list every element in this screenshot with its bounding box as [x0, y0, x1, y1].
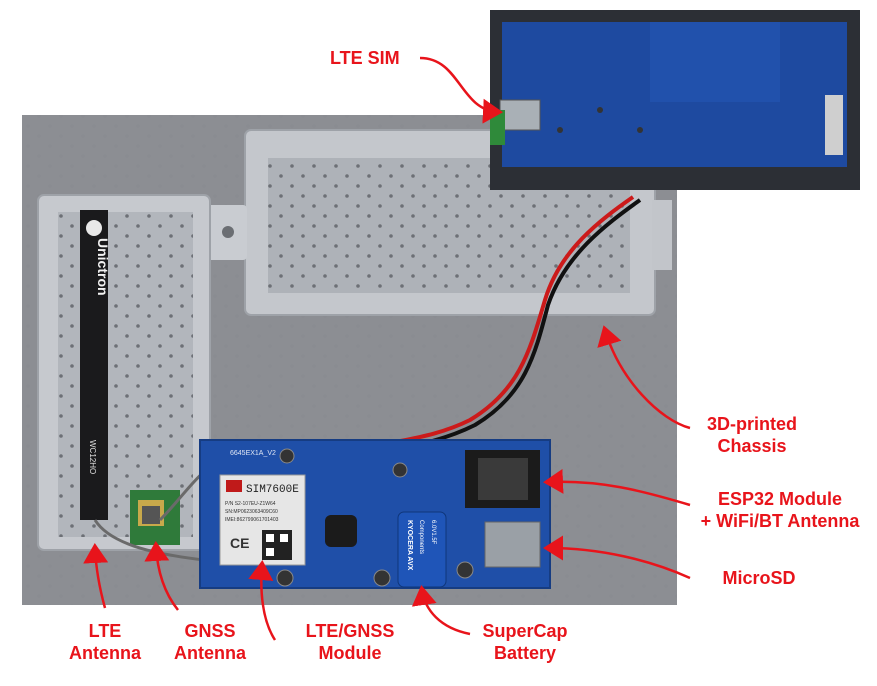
- arrow-module: [248, 560, 277, 641]
- label-esp32: ESP32 Module + WiFi/BT Antenna: [690, 488, 870, 532]
- main-pcb: 6645EX1A_V2 SIM7600E P/N S2-107EU-Z1W64 …: [199, 439, 551, 589]
- svg-text:IMEI:862799061701403: IMEI:862799061701403: [225, 517, 279, 523]
- lte-antenna-flex: Unictron WC12HO: [80, 210, 111, 520]
- label-supercap-line1: SuperCap: [482, 621, 568, 641]
- microsd-slot: [484, 521, 541, 568]
- label-chassis: 3D-printed Chassis: [692, 413, 812, 457]
- label-module-line2: Module: [318, 643, 382, 663]
- svg-text:Unictron: Unictron: [95, 238, 111, 296]
- chassis-base: [37, 194, 211, 551]
- esp32-module: [465, 450, 540, 508]
- arrow-lte-antenna: [83, 543, 109, 609]
- label-microsd: MicroSD: [722, 568, 796, 588]
- svg-text:Components: Components: [418, 520, 424, 554]
- label-gnss-antenna-line1: GNSS: [184, 621, 236, 641]
- label-esp32-line2: + WiFi/BT Antenna: [700, 511, 860, 531]
- label-lte-antenna-line2: Antenna: [69, 643, 141, 663]
- gnss-antenna: [130, 490, 180, 545]
- label-supercap: SuperCap Battery: [465, 620, 585, 664]
- label-chassis-line1: 3D-printed: [707, 414, 797, 434]
- label-esp32-line1: ESP32 Module: [717, 489, 843, 509]
- inset-photo-pcb-back: [490, 10, 860, 190]
- label-gnss-antenna: GNSS Antenna: [160, 620, 260, 664]
- svg-text:P/N S2-107EU-Z1W64: P/N S2-107EU-Z1W64: [225, 501, 276, 507]
- label-supercap-line2: Battery: [493, 643, 557, 663]
- arrow-supercap: [411, 585, 471, 636]
- arrow-chassis: [597, 325, 691, 430]
- arrow-gnss-antenna: [144, 541, 179, 611]
- svg-text:SIM7600E: SIM7600E: [246, 484, 299, 496]
- arrow-lte-sim: [419, 56, 503, 124]
- sim7600e-module: SIM7600E P/N S2-107EU-Z1W64 SN:MP0623063…: [219, 474, 306, 566]
- svg-text:WC12HO: WC12HO: [88, 440, 97, 474]
- svg-text:SN:MP0623063409C60: SN:MP0623063409C60: [225, 509, 278, 515]
- label-lte-antenna-line1: LTE: [88, 621, 122, 641]
- label-lte-antenna: LTE Antenna: [60, 620, 150, 664]
- svg-text:CE: CE: [230, 535, 249, 551]
- supercap: KYOCERA AVX Components 6.0V1.5F: [397, 511, 447, 588]
- svg-text:6645EX1A_V2: 6645EX1A_V2: [230, 450, 276, 457]
- power-wire-red: [364, 195, 635, 452]
- label-gnss-antenna-line2: Antenna: [174, 643, 246, 663]
- svg-text:KYOCERA AVX: KYOCERA AVX: [406, 520, 413, 571]
- label-chassis-line2: Chassis: [717, 436, 787, 456]
- label-lte-sim: LTE SIM: [330, 48, 400, 68]
- annotation-arrows: [83, 56, 691, 641]
- svg-text:6.0V1.5F: 6.0V1.5F: [430, 520, 436, 545]
- arrow-microsd: [543, 535, 691, 580]
- label-module: LTE/GNSS Module: [285, 620, 415, 664]
- label-module-line1: LTE/GNSS: [305, 621, 395, 641]
- arrow-esp32: [543, 468, 691, 507]
